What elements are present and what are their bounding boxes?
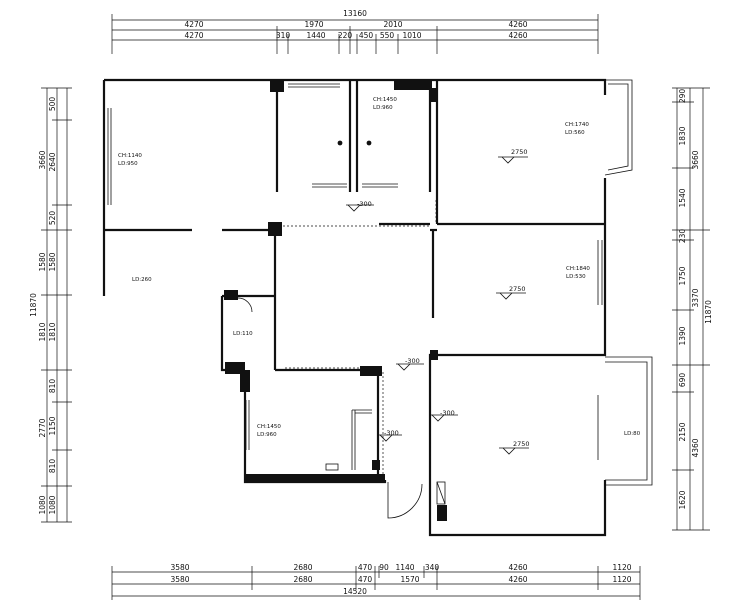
ceiling-height-2: 2750 bbox=[509, 285, 526, 293]
room-top-left-ch: CH:1140 bbox=[118, 153, 142, 159]
bottom-sub-dim-1: 3580 bbox=[170, 575, 189, 584]
bottom-sub-dim-2: 2680 bbox=[293, 575, 312, 584]
top-sub-dim-5: 450 bbox=[359, 31, 374, 40]
bottom-sub-dim-3: 470 bbox=[358, 575, 373, 584]
ceiling-height-6: -300 bbox=[440, 409, 455, 417]
right-dimension-chain: 290 1830 1540 230 1750 1390 690 2150 162… bbox=[672, 87, 713, 531]
room-right-mid-ch: CH:1840 bbox=[566, 266, 590, 272]
bottom-dim-5: 1140 bbox=[395, 563, 414, 572]
bottom-dim-3: 470 bbox=[358, 563, 373, 572]
top-sub-dim-6: 550 bbox=[380, 31, 395, 40]
room-top-left-ld: LD:950 bbox=[118, 161, 138, 167]
room-top-right-ch: CH:1740 bbox=[565, 122, 589, 128]
top-sub-dim-2: 310 bbox=[276, 31, 291, 40]
top-dim-2: 1970 bbox=[304, 20, 323, 29]
top-dim-3: 2010 bbox=[383, 20, 402, 29]
interior-walls bbox=[104, 80, 605, 480]
right-dim-8: 2150 bbox=[678, 422, 687, 441]
bottom-dim-7: 4260 bbox=[508, 563, 527, 572]
top-sub-dim-8: 4260 bbox=[508, 31, 527, 40]
left-dim-1: 3660 bbox=[38, 150, 47, 169]
left-sub-dim-3: 520 bbox=[48, 211, 57, 226]
top-total-dim: 13160 bbox=[343, 9, 367, 18]
top-sub-dim-4: 220 bbox=[338, 31, 353, 40]
bottom-dimension-chain: 3580 2680 470 90 1140 340 4260 1120 3580… bbox=[111, 563, 641, 600]
right-dim-5: 1750 bbox=[678, 266, 687, 285]
bottom-dim-6: 340 bbox=[425, 563, 440, 572]
right-dim-4: 230 bbox=[678, 229, 687, 244]
top-sub-dim-7: 1010 bbox=[402, 31, 421, 40]
left-sub-dim-1: 500 bbox=[48, 97, 57, 112]
left-total-dim: 11870 bbox=[29, 293, 38, 317]
left-sub-dim-6: 810 bbox=[48, 379, 57, 394]
bottom-dim-2: 2680 bbox=[293, 563, 312, 572]
left-sub-dim-2: 2640 bbox=[48, 152, 57, 171]
left-dim-4: 2770 bbox=[38, 418, 47, 437]
room-top-right-ld: LD:560 bbox=[565, 130, 585, 136]
room-labels: CH:1140 LD:950 CH:1450 LD:960 CH:1740 LD… bbox=[118, 97, 641, 438]
bottom-total-dim: 14520 bbox=[343, 587, 367, 596]
right-dim-2: 1830 bbox=[678, 126, 687, 145]
right-total-dim: 11870 bbox=[704, 300, 713, 324]
ceiling-height-3: 2750 bbox=[513, 440, 530, 448]
right-dim-7: 690 bbox=[678, 373, 687, 388]
bottom-sub-dim-5: 4260 bbox=[508, 575, 527, 584]
room-balcony-ld: LD:80 bbox=[624, 431, 641, 437]
ceiling-height-7: -300 bbox=[384, 429, 399, 437]
right-dim-3: 1540 bbox=[678, 188, 687, 207]
room-left-mid-ld: LD:260 bbox=[132, 277, 152, 283]
left-dim-3: 1810 bbox=[38, 322, 47, 341]
left-sub-dim-7: 1150 bbox=[48, 416, 57, 435]
left-dim-5: 1080 bbox=[38, 495, 47, 514]
top-sub-dim-1: 4270 bbox=[184, 31, 203, 40]
structural-columns bbox=[224, 80, 447, 521]
room-lower-left-ch: CH:1450 bbox=[257, 424, 281, 430]
right-sub-dim-3: 4360 bbox=[691, 438, 700, 457]
left-dim-2: 1580 bbox=[38, 252, 47, 271]
bottom-dim-8: 1120 bbox=[612, 563, 631, 572]
top-dimension-chain: 13160 4270 1970 2010 4260 4270 310 1440 … bbox=[111, 9, 599, 54]
left-sub-dim-8: 810 bbox=[48, 459, 57, 474]
bottom-sub-dim-6: 1120 bbox=[612, 575, 631, 584]
ceiling-height-4: -300 bbox=[357, 200, 372, 208]
right-dim-9: 1620 bbox=[678, 490, 687, 509]
door-swings bbox=[237, 297, 446, 519]
right-dim-1: 290 bbox=[678, 89, 687, 104]
room-top-center-ch: CH:1450 bbox=[373, 97, 397, 103]
left-dimension-chain: 3660 1580 1810 2770 1080 500 2640 520 15… bbox=[29, 87, 72, 523]
right-sub-dim-2: 3370 bbox=[691, 288, 700, 307]
top-dim-1: 4270 bbox=[184, 20, 203, 29]
left-sub-dim-9: 1080 bbox=[48, 495, 57, 514]
left-sub-dim-5: 1810 bbox=[48, 322, 57, 341]
bottom-dim-4: 90 bbox=[379, 563, 389, 572]
right-dim-6: 1390 bbox=[678, 326, 687, 345]
ceiling-height-1: 2750 bbox=[511, 148, 528, 156]
room-top-center-ld: LD:960 bbox=[373, 105, 393, 111]
top-dim-4: 4260 bbox=[508, 20, 527, 29]
room-small-ld: LD:110 bbox=[233, 331, 253, 337]
left-sub-dim-4: 1580 bbox=[48, 252, 57, 271]
room-right-mid-ld: LD:530 bbox=[566, 274, 586, 280]
ceiling-height-5: -300 bbox=[405, 357, 420, 365]
room-lower-left-ld: LD:960 bbox=[257, 432, 277, 438]
bottom-sub-dim-4: 1570 bbox=[400, 575, 419, 584]
right-sub-dim-1: 3660 bbox=[691, 150, 700, 169]
top-sub-dim-3: 1440 bbox=[306, 31, 325, 40]
ceiling-level-markers: 2750 2750 2750 -300 -300 -300 -300 bbox=[346, 148, 530, 455]
bottom-dim-1: 3580 bbox=[170, 563, 189, 572]
